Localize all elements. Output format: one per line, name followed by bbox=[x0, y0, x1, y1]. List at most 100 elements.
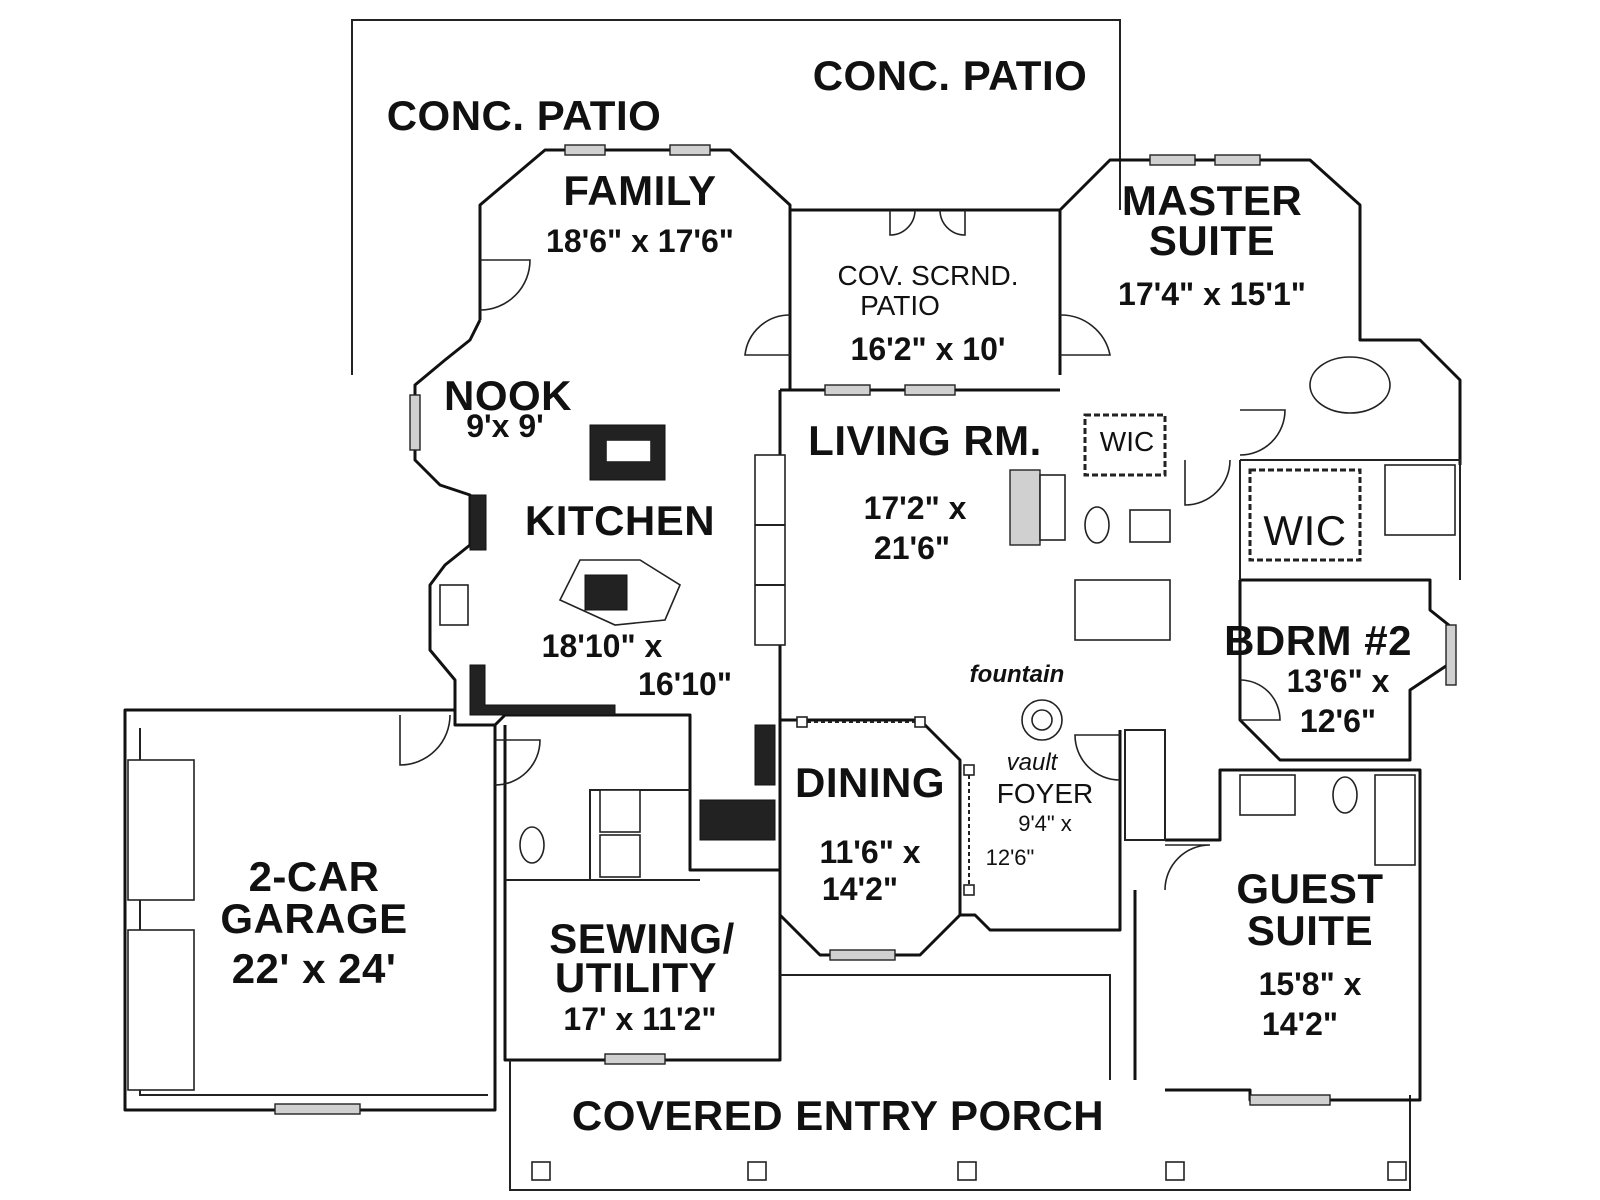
kitchen-counter bbox=[469, 664, 616, 716]
patio-door-right bbox=[1059, 314, 1111, 356]
garage-dims: 22' x 24' bbox=[231, 945, 397, 992]
stair-bars bbox=[754, 724, 776, 786]
family-label: FAMILY bbox=[563, 167, 717, 214]
conc-patio-right-label: CONC. PATIO bbox=[812, 52, 1088, 99]
garage-window bbox=[274, 1103, 361, 1115]
foyer-door bbox=[1074, 734, 1121, 781]
kitchen-label: KITCHEN bbox=[524, 497, 716, 544]
master-wic-box bbox=[1083, 413, 1167, 477]
foyer-label: FOYER bbox=[996, 778, 1094, 809]
dining-post-4 bbox=[963, 884, 975, 896]
living-dims-1: 17'2" x bbox=[863, 490, 967, 526]
family-window-top-2 bbox=[669, 144, 711, 156]
guest-dims-1: 15'8" x bbox=[1258, 966, 1362, 1002]
cooktop bbox=[584, 574, 628, 611]
sewing-dims: 17' x 11'2" bbox=[563, 1001, 717, 1037]
dining-walls bbox=[778, 718, 962, 957]
hall-shower bbox=[1074, 579, 1171, 641]
guest-vanity bbox=[1239, 774, 1296, 816]
living-fireplace bbox=[1039, 474, 1066, 541]
porch-column-3 bbox=[957, 1161, 977, 1181]
kitchen-dims-1: 18'10" x bbox=[541, 628, 663, 664]
porch-column-5 bbox=[1387, 1161, 1407, 1181]
scrnd-patio-label-2: PATIO bbox=[860, 290, 940, 321]
living-window-left bbox=[824, 384, 871, 396]
bdrm2-label: BDRM #2 bbox=[1224, 617, 1412, 664]
garage-label-1: 2-CAR bbox=[248, 853, 380, 900]
laundry-wall bbox=[505, 789, 700, 881]
utility-cabinets bbox=[699, 799, 776, 841]
living-label: LIVING RM. bbox=[808, 417, 1042, 464]
master-label-2: SUITE bbox=[1148, 217, 1276, 264]
wic-master-label: WIC bbox=[1099, 426, 1155, 457]
utility-entry-door bbox=[494, 739, 541, 786]
foyer-dims-2: 12'6" bbox=[985, 845, 1035, 870]
bdrm-wic-box bbox=[1248, 468, 1362, 562]
porch-label: COVERED ENTRY PORCH bbox=[571, 1092, 1105, 1139]
sewing-window bbox=[604, 1053, 666, 1065]
fountain-label: fountain bbox=[969, 661, 1065, 688]
nook-fireplace-inner bbox=[605, 439, 652, 463]
sewing-label-2: UTILITY bbox=[554, 954, 718, 1001]
wic-bdrm-label: WIC bbox=[1263, 507, 1347, 554]
garage-entry-door bbox=[399, 714, 451, 766]
family-window-top bbox=[564, 144, 606, 156]
guest-door bbox=[1164, 844, 1211, 891]
guest-suite-walls bbox=[1165, 768, 1422, 1102]
hall-toilet bbox=[1084, 506, 1110, 544]
dining-post-2 bbox=[914, 716, 926, 728]
foyer-walls bbox=[960, 730, 1122, 932]
guest-dims-2: 14'2" bbox=[1261, 1006, 1339, 1042]
vault-label: vault bbox=[1006, 749, 1058, 776]
kitchen-counter-west bbox=[469, 494, 487, 551]
kitchen-sink bbox=[439, 584, 469, 626]
dining-post-3 bbox=[963, 764, 975, 776]
garage-label-2: GARAGE bbox=[220, 895, 408, 942]
french-doors bbox=[889, 209, 966, 236]
guest-label-2: SUITE bbox=[1246, 907, 1374, 954]
dryer bbox=[599, 834, 641, 878]
family-room-walls bbox=[478, 148, 792, 390]
conc-patio-outline bbox=[351, 19, 1121, 375]
scrnd-patio-dims: 16'2" x 10' bbox=[850, 331, 1006, 367]
nook-window bbox=[409, 394, 421, 451]
porch-outline bbox=[509, 1060, 1411, 1191]
scrnd-patio-label-1: COV. SCRND. bbox=[837, 260, 1019, 291]
nook-dims: 9'x 9' bbox=[466, 408, 544, 444]
patio-door-left bbox=[744, 314, 791, 356]
guest-window bbox=[1249, 1094, 1331, 1106]
master-window-top bbox=[1149, 154, 1196, 166]
bdrm2-dims-2: 12'6" bbox=[1299, 703, 1377, 739]
porch-column-4 bbox=[1165, 1161, 1185, 1181]
bdrm2-walls bbox=[1238, 578, 1457, 762]
garage-door-upper bbox=[127, 759, 195, 901]
guest-label-1: GUEST bbox=[1236, 865, 1384, 912]
garage-door-lower bbox=[127, 929, 195, 1091]
family-side-door bbox=[479, 259, 531, 311]
master-bath-walls bbox=[1239, 459, 1461, 580]
porch-column-1 bbox=[531, 1161, 551, 1181]
pantry-shelves bbox=[754, 454, 786, 646]
dining-window bbox=[829, 949, 896, 961]
master-tub bbox=[1309, 356, 1391, 414]
living-dims-2: 21'6" bbox=[873, 530, 951, 566]
utility-toilet bbox=[519, 826, 545, 864]
washer bbox=[599, 789, 641, 833]
bdrm2-door bbox=[1239, 679, 1281, 721]
bdrm2-dims-1: 13'6" x bbox=[1286, 663, 1390, 699]
fountain-inner bbox=[1031, 709, 1053, 731]
dining-dims-1: 11'6" x bbox=[819, 834, 921, 870]
master-dims: 17'4" x 15'1" bbox=[1118, 276, 1306, 312]
foyer-dims-1: 9'4" x bbox=[1018, 811, 1072, 836]
guest-toilet bbox=[1332, 776, 1358, 814]
guest-tub bbox=[1374, 774, 1416, 866]
sewing-label-1: SEWING/ bbox=[549, 915, 735, 962]
dining-label: DINING bbox=[795, 759, 945, 806]
dining-dims-2: 14'2" bbox=[821, 871, 899, 907]
kitchen-dims-2: 16'10" bbox=[638, 666, 732, 702]
hall-closet bbox=[1124, 729, 1166, 841]
living-window-right bbox=[904, 384, 956, 396]
bdrm2-window bbox=[1445, 624, 1457, 686]
master-suite-walls bbox=[1058, 158, 1462, 465]
